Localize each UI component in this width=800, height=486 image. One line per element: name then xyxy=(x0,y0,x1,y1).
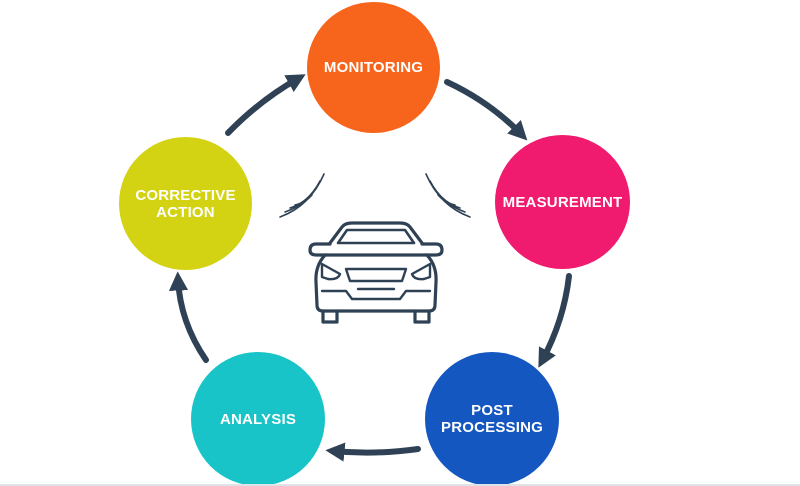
arrow-corrective-action-to-monitoring xyxy=(225,74,306,136)
arrow-monitoring-to-measurement xyxy=(444,79,528,141)
cycle-node-post-processing-label: POST PROCESSING xyxy=(440,402,544,436)
cycle-node-analysis-label: ANALYSIS xyxy=(219,410,297,428)
wireless-signal-left-icon xyxy=(279,173,325,218)
cycle-node-post-processing: POST PROCESSING xyxy=(425,352,559,486)
cycle-node-monitoring-label: MONITORING xyxy=(323,59,424,76)
cycle-node-monitoring: MONITORING xyxy=(307,2,440,133)
cycle-node-corrective-action-label: CORRECTIVE ACTION xyxy=(135,186,236,221)
cycle-node-corrective-action: CORRECTIVE ACTION xyxy=(119,137,252,270)
cycle-node-measurement: MEASUREMENT xyxy=(495,135,630,269)
arrow-measurement-to-post-processing xyxy=(538,273,572,368)
cycle-node-measurement-label: MEASUREMENT xyxy=(502,193,623,211)
arrow-analysis-to-corrective-action xyxy=(168,271,209,363)
bottom-divider xyxy=(0,484,800,486)
cycle-node-analysis: ANALYSIS xyxy=(191,352,325,486)
arrow-post-processing-to-analysis xyxy=(325,442,421,462)
car-front-icon xyxy=(308,221,444,324)
wireless-signal-right-icon xyxy=(425,173,471,218)
